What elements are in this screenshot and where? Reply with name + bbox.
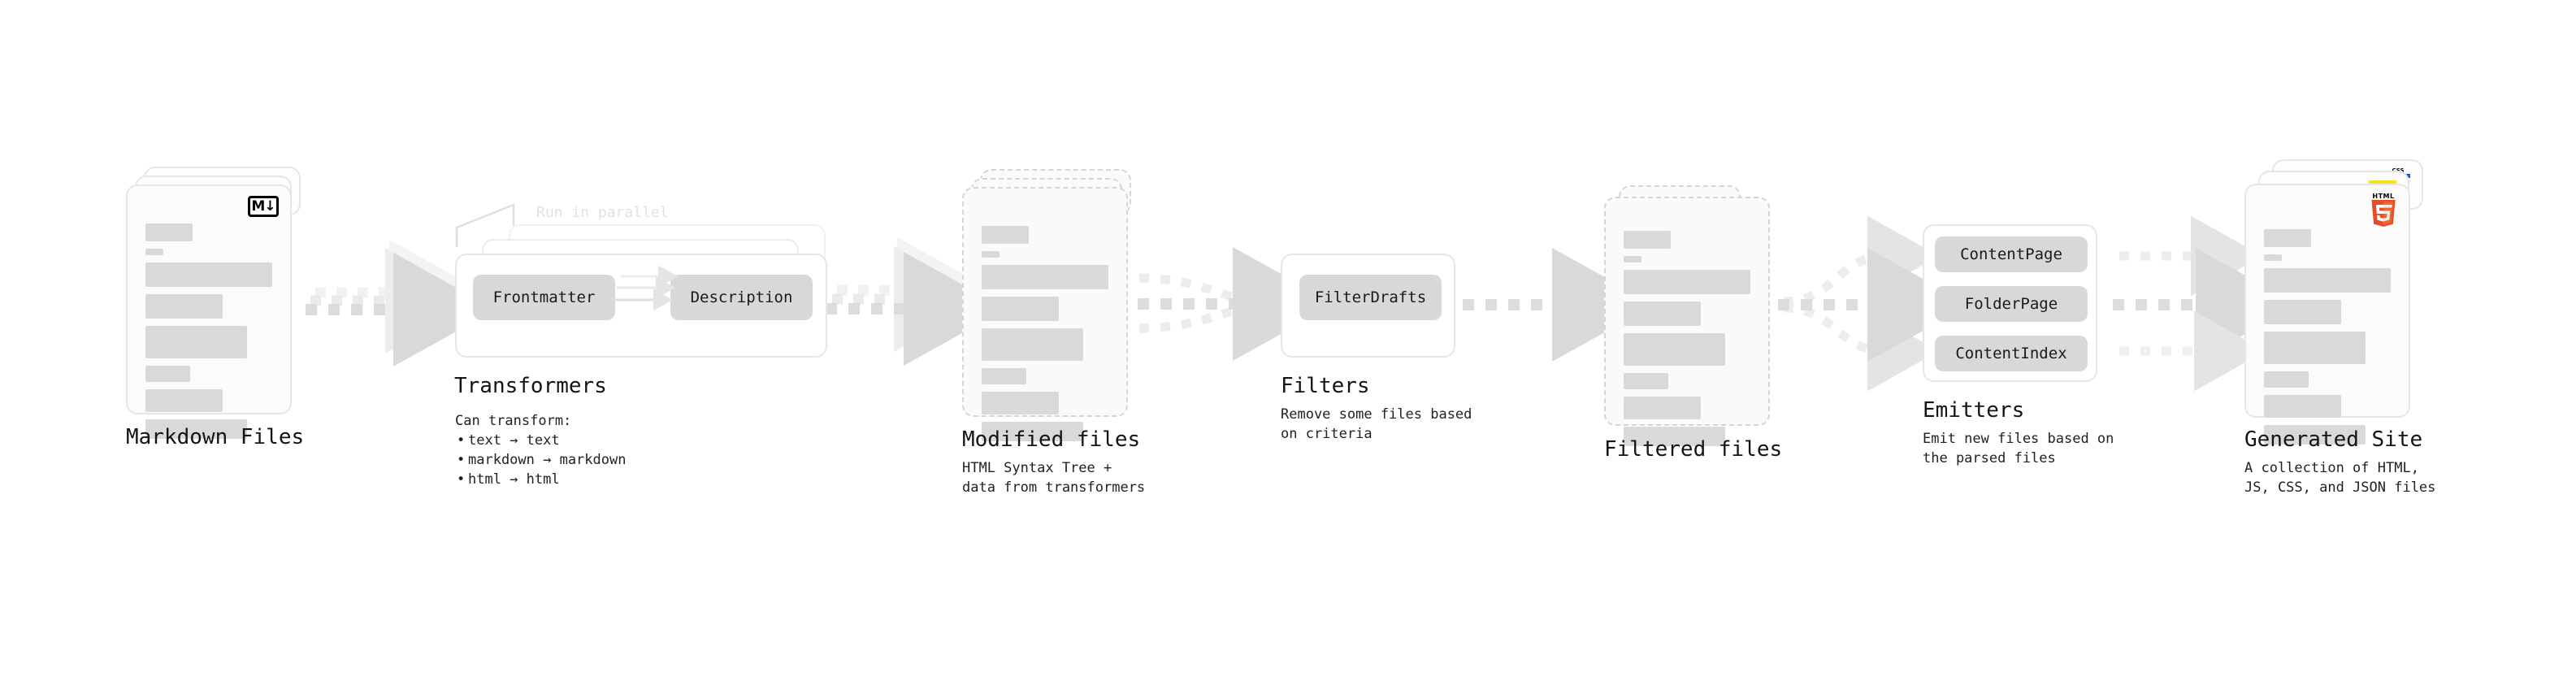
edge-filtered-to-emitters <box>1778 215 1970 392</box>
chip-contentpage[interactable]: ContentPage <box>1935 236 2088 272</box>
transformers-capability-list: Can transform: text → text markdown → ma… <box>455 411 626 489</box>
chip-filterdrafts-label: FilterDrafts <box>1314 288 1427 306</box>
node-emitters[interactable]: ContentPage FolderPage ContentIndex Emit… <box>1923 224 2114 466</box>
markdown-badge-label: M↓ <box>251 197 275 215</box>
transformers-list-item: text → text <box>455 431 626 450</box>
generated-file-stack: CSS HTML <box>2244 159 2423 445</box>
transformers-list-item: html → html <box>455 470 626 489</box>
node-title-emitters: Emitters <box>1923 398 2025 423</box>
edge-emitters-to-site <box>2113 215 2298 392</box>
chip-description[interactable]: Description <box>670 275 813 320</box>
node-title-modified-files: Modified files <box>962 427 1141 452</box>
node-title-markdown-files: Markdown Files <box>126 425 305 449</box>
markdown-file-stack: M↓ <box>126 167 301 439</box>
html5-shield-icon <box>2371 200 2396 227</box>
filtered-file-stack <box>1604 185 1781 446</box>
node-modified-files[interactable]: Modified files HTML Syntax Tree + data f… <box>962 169 1145 496</box>
chip-folderpage[interactable]: FolderPage <box>1935 286 2088 322</box>
file-card-front-html: HTML <box>2244 184 2410 445</box>
node-subtitle-generated-site: A collection of HTML, JS, CSS, and JSON … <box>2244 460 2436 496</box>
node-filters[interactable]: FilterDrafts Filters Remove some files b… <box>1281 254 1472 442</box>
chip-frontmatter-label: Frontmatter <box>492 288 596 306</box>
chip-contentindex[interactable]: ContentIndex <box>1935 336 2088 371</box>
node-title-filtered-files: Filtered files <box>1604 437 1783 462</box>
run-in-parallel-label: Run in parallel <box>536 204 669 221</box>
edge-markdown-to-transformers <box>306 240 496 367</box>
transformer-group-front: Frontmatter Description <box>455 254 827 358</box>
chip-frontmatter[interactable]: Frontmatter <box>473 275 615 320</box>
html5-badge: HTML <box>2370 193 2397 227</box>
filters-group-box: FilterDrafts <box>1281 254 1455 358</box>
node-markdown-files[interactable]: M↓ Markdown Files <box>126 167 304 449</box>
transformer-internal-arrows <box>612 265 678 311</box>
node-title-transformers: Transformers <box>454 374 607 398</box>
file-skeleton <box>1624 231 1750 453</box>
html5-badge-label: HTML <box>2372 193 2395 200</box>
chip-filterdrafts[interactable]: FilterDrafts <box>1299 275 1442 320</box>
markdown-badge: M↓ <box>248 196 279 217</box>
node-subtitle-filters: Remove some files based on criteria <box>1281 406 1472 442</box>
chip-description-label: Description <box>690 288 793 306</box>
node-subtitle-modified-files: HTML Syntax Tree + data from transformer… <box>962 460 1146 496</box>
modified-file-stack <box>962 169 1139 441</box>
file-skeleton <box>145 223 272 446</box>
file-card-front <box>1604 197 1770 446</box>
chip-contentpage-label: ContentPage <box>1960 245 2062 263</box>
edge-transformers-to-modified <box>826 237 1006 366</box>
chip-contentindex-label: ContentIndex <box>1955 345 2067 362</box>
file-card-front: M↓ <box>126 184 292 439</box>
file-skeleton <box>2264 229 2391 452</box>
node-title-filters: Filters <box>1281 374 1370 398</box>
transformers-list-item: markdown → markdown <box>455 450 626 470</box>
node-subtitle-emitters: Emit new files based on the parsed files <box>1923 431 2114 466</box>
node-filtered-files[interactable]: Filtered files <box>1604 185 1782 462</box>
node-title-generated-site: Generated Site <box>2244 427 2423 452</box>
file-skeleton <box>982 226 1108 449</box>
node-generated-site[interactable]: CSS HTML <box>2244 159 2435 496</box>
edge-modified-to-filters <box>1138 247 1335 361</box>
transformers-list-lead: Can transform: <box>455 413 572 429</box>
chip-folderpage-label: FolderPage <box>1964 295 2058 313</box>
file-card-front <box>962 187 1128 441</box>
emitters-group-box: ContentPage FolderPage ContentIndex <box>1923 224 2097 382</box>
run-in-parallel-bracket <box>455 203 515 247</box>
